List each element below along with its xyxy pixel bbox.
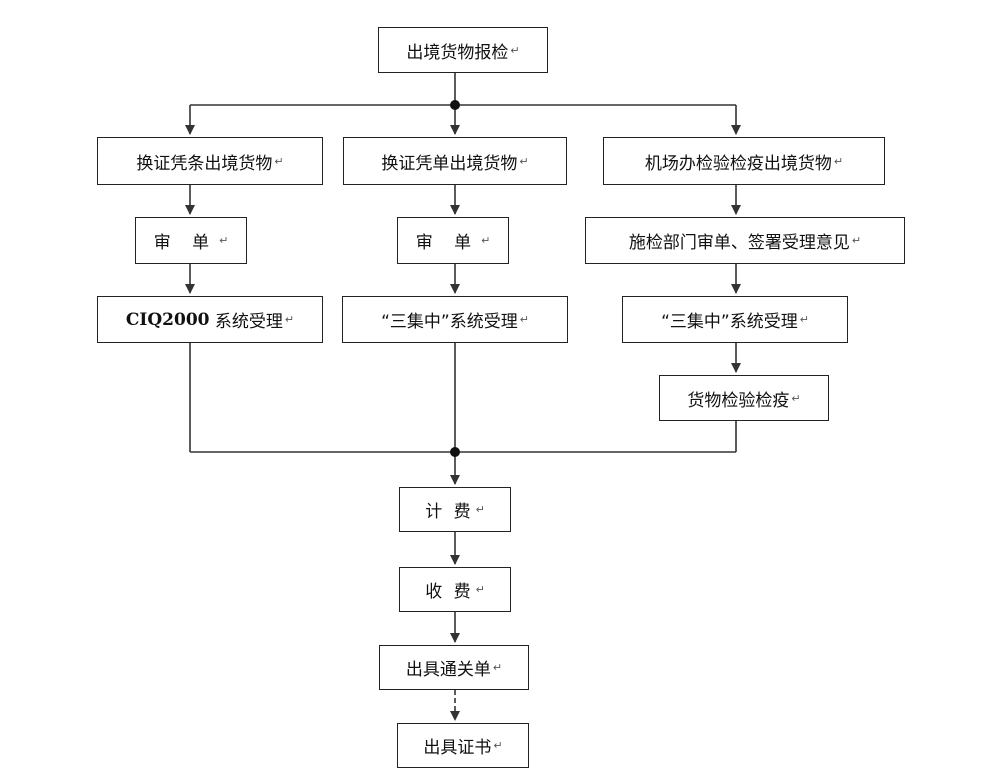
node-charging: 收 费↵ [399, 567, 511, 612]
paragraph-mark: ↵ [284, 313, 295, 326]
node-col3-review: 施检部门审单、签署受理意见↵ [585, 217, 905, 264]
node-col3-review-label: 施检部门审单、签署受理意见 [628, 233, 850, 253]
node-col2-head: 换证凭单出境货物↵ [343, 137, 567, 185]
paragraph-mark: ↵ [799, 313, 809, 326]
node-col1-head: 换证凭条出境货物↵ [97, 137, 323, 185]
node-col2-review-label: 审 单 [415, 233, 480, 253]
paragraph-mark: ↵ [475, 583, 485, 596]
node-col1-head-label: 换证凭条出境货物 [136, 153, 273, 174]
junction-dot-top [450, 100, 460, 110]
paragraph-mark: ↵ [475, 503, 485, 516]
paragraph-mark: ↵ [519, 313, 529, 326]
node-col3-inspect: 货物检验检疫↵ [659, 375, 829, 421]
node-col1-system-code: CIQ2000 [125, 309, 210, 330]
node-start-label: 出境货物报检 [406, 42, 509, 63]
node-start: 出境货物报检↵ [378, 27, 548, 73]
node-col1-system: CIQ2000 系统受理↵ [97, 296, 323, 343]
node-billing-label: 计 费 [425, 502, 474, 522]
paragraph-mark: ↵ [510, 43, 520, 57]
paragraph-mark: ↵ [851, 234, 862, 247]
node-customs-form: 出具通关单↵ [379, 645, 529, 690]
paragraph-mark: ↵ [493, 739, 503, 752]
paragraph-mark: ↵ [274, 154, 284, 168]
node-certificate-label: 出具证书 [423, 738, 492, 758]
node-col3-head: 机场办检验检疫出境货物↵ [603, 137, 885, 185]
node-col2-head-label: 换证凭单出境货物 [381, 153, 518, 174]
paragraph-mark: ↵ [791, 391, 801, 405]
node-col1-review-label: 审 单 [153, 233, 218, 253]
node-col2-system: “三集中”系统受理↵ [342, 296, 568, 343]
junction-dot-merge [450, 447, 460, 457]
node-col3-head-label: 机场办检验检疫出境货物 [644, 153, 832, 174]
node-col1-system-text: 系统受理 [209, 312, 283, 332]
node-col3-inspect-label: 货物检验检疫 [687, 390, 790, 411]
paragraph-mark: ↵ [833, 154, 844, 168]
node-customs-form-label: 出具通关单 [405, 660, 491, 680]
paragraph-mark: ↵ [481, 234, 491, 247]
paragraph-mark: ↵ [519, 154, 529, 168]
node-col2-review: 审 单↵ [397, 217, 509, 264]
paragraph-mark: ↵ [492, 661, 503, 674]
paragraph-mark: ↵ [219, 234, 229, 247]
node-col3-system: “三集中”系统受理↵ [622, 296, 848, 343]
node-billing: 计 费↵ [399, 487, 511, 532]
node-certificate: 出具证书↵ [397, 723, 529, 768]
node-col3-system-label: “三集中”系统受理 [661, 312, 798, 332]
node-charging-label: 收 费 [425, 582, 474, 602]
node-col1-review: 审 单↵ [135, 217, 247, 264]
node-col2-system-label: “三集中”系统受理 [381, 312, 518, 332]
